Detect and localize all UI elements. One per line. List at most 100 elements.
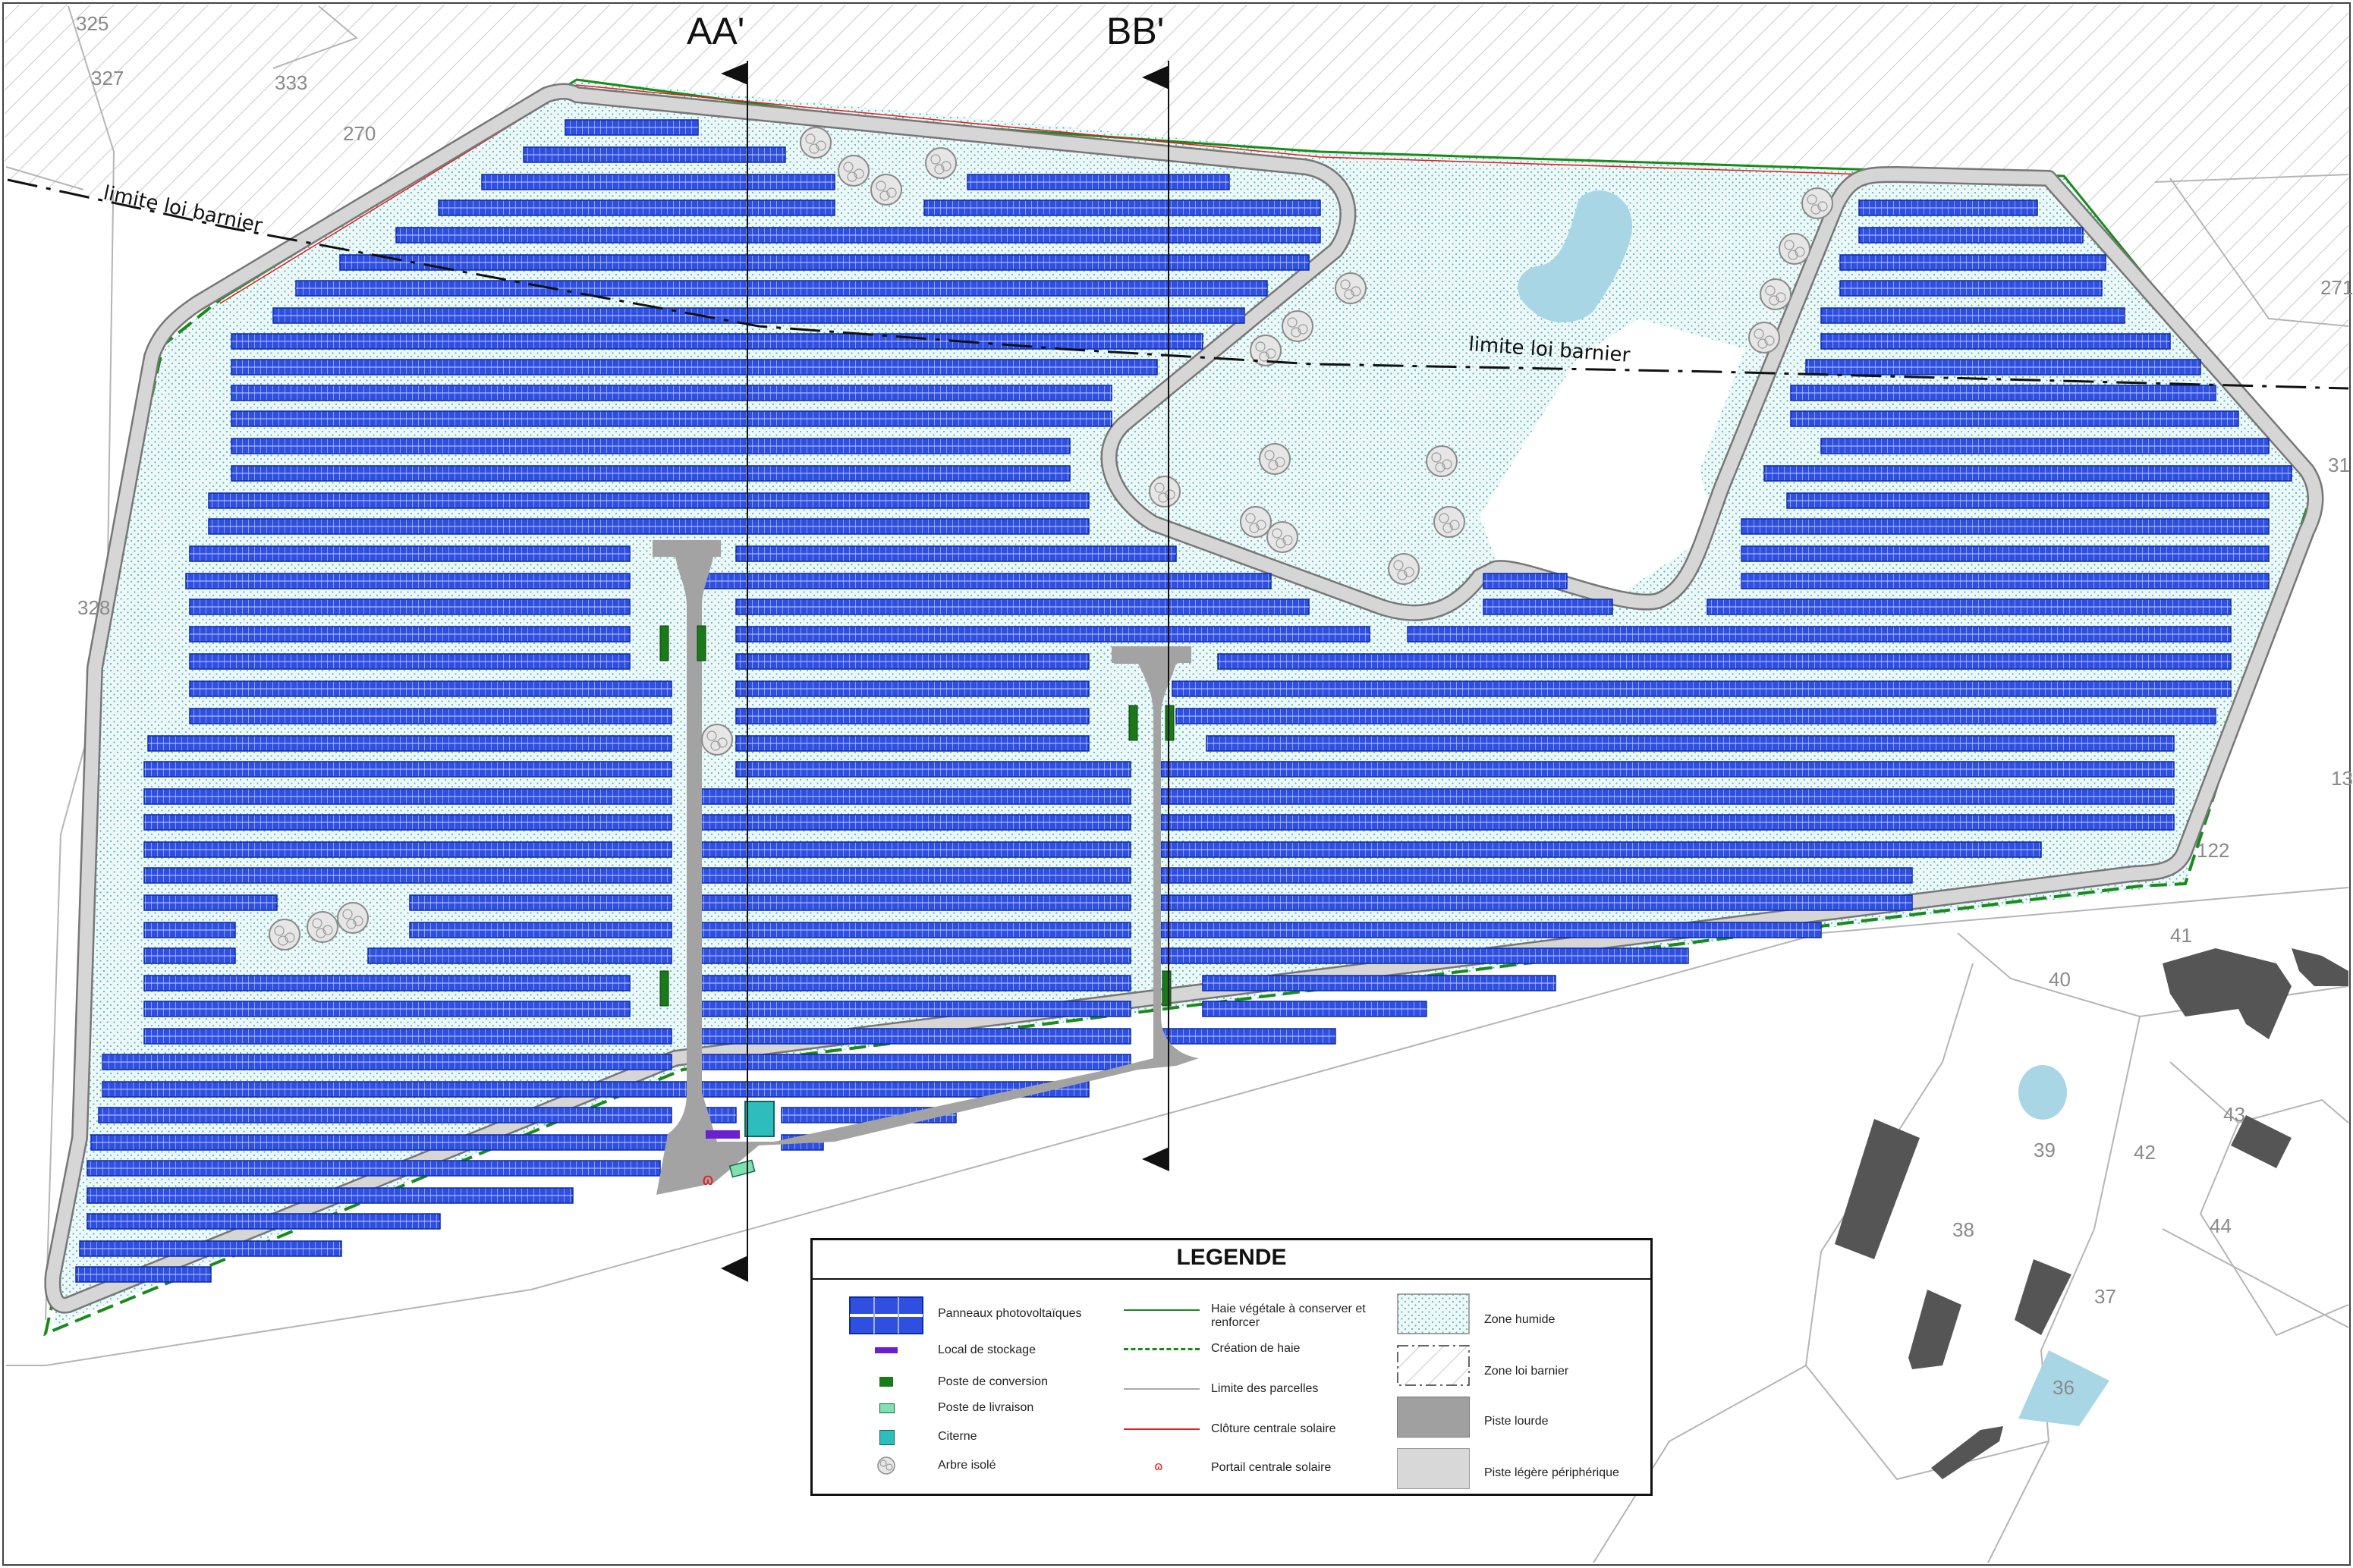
svg-text:327: 327 xyxy=(91,67,124,90)
tree-icon-detail xyxy=(1765,285,1776,296)
svg-text:13: 13 xyxy=(2331,767,2353,790)
tree-icon-detail xyxy=(879,190,890,201)
tree-icon-detail xyxy=(278,935,288,946)
svg-text:37: 37 xyxy=(2094,1285,2116,1308)
tree-icon-detail xyxy=(1764,335,1775,346)
tree-icon-detail xyxy=(1291,327,1301,338)
parcel-labels: 325 327 333 270 328 271 31 13 122 40 41 … xyxy=(76,12,2353,1399)
parcel-36-water xyxy=(2018,1350,2109,1426)
tree-icon xyxy=(877,1456,895,1475)
section-lines xyxy=(747,61,1169,1274)
section-label-aa: AA' xyxy=(687,10,744,52)
storage-icon xyxy=(875,1347,898,1353)
legend-box: LEGENDE Panneaux photovoltaïques Local d… xyxy=(810,1238,1653,1496)
tree-icon-detail xyxy=(316,928,326,938)
water-tank xyxy=(744,1101,775,1137)
tree-icon-detail xyxy=(342,909,353,919)
svg-text:38: 38 xyxy=(1952,1218,1974,1241)
tree-icon-detail xyxy=(1266,348,1276,359)
tree-icon-detail xyxy=(1165,489,1175,500)
svg-text:270: 270 xyxy=(343,122,376,145)
tree-icon-detail xyxy=(717,737,728,748)
legend-label-hedge: Haie végétale à conserver et renforcer xyxy=(1211,1302,1366,1329)
legend-title: LEGENDE xyxy=(1176,1245,1287,1270)
tree-icon-detail xyxy=(1397,570,1408,580)
legend-label-storage: Local de stockage xyxy=(938,1343,1036,1356)
svg-text:44: 44 xyxy=(2210,1214,2232,1237)
svg-text:271: 271 xyxy=(2320,276,2353,299)
svg-text:42: 42 xyxy=(2134,1141,2156,1164)
svg-text:122: 122 xyxy=(2197,839,2229,862)
tree-icon-detail xyxy=(706,731,717,741)
tree-icon-detail xyxy=(285,932,295,943)
tree-icon-detail xyxy=(805,134,816,144)
legend-label-barnier: Zone loi barnier xyxy=(1484,1365,1569,1378)
legend-label-parcel-limit: Limite des parcelles xyxy=(1211,1382,1319,1395)
tank-icon xyxy=(879,1430,895,1445)
svg-text:43: 43 xyxy=(2223,1103,2245,1126)
svg-text:328: 328 xyxy=(77,596,110,619)
tree-icon-detail xyxy=(886,187,897,198)
tree-icon-detail xyxy=(1795,247,1805,257)
tree-icon-detail xyxy=(1255,341,1266,352)
legend-label-new-hedge: Création de haie xyxy=(1211,1342,1301,1355)
tree-icon-detail xyxy=(1769,295,1779,306)
tree-icon-detail xyxy=(1275,457,1285,467)
svg-text:40: 40 xyxy=(2049,968,2071,991)
wetland-swatch-icon xyxy=(1397,1293,1470,1334)
tree-icon-detail xyxy=(930,154,941,165)
tree-icon-detail xyxy=(1776,292,1786,303)
tree-icon-detail xyxy=(1351,286,1361,297)
tree-icon-detail xyxy=(934,164,945,174)
legend-label-heavy-track: Piste lourde xyxy=(1484,1415,1549,1428)
tree-icon-detail xyxy=(843,162,854,172)
hedge-line-icon xyxy=(1124,1309,1200,1311)
buildings xyxy=(1835,948,2348,1479)
tree-icon-detail xyxy=(809,143,819,154)
light-track-swatch-icon xyxy=(1397,1448,1470,1489)
tree-icon-detail xyxy=(1276,538,1286,548)
tree-icon-detail xyxy=(816,140,826,151)
tree-icon-detail xyxy=(1788,250,1798,260)
legend-label-wetland: Zone humide xyxy=(1484,1313,1556,1326)
legend-divider xyxy=(813,1278,1650,1280)
fence-line-icon xyxy=(1124,1428,1200,1430)
tree-icon-detail xyxy=(1784,240,1795,250)
tree-icon-detail xyxy=(1754,328,1764,339)
tree-icon-detail xyxy=(1442,459,1452,470)
section-label-bb: BB' xyxy=(1106,10,1164,52)
tree-icon-detail xyxy=(322,925,333,935)
outside-pond xyxy=(2018,1065,2067,1120)
tree-icon-detail xyxy=(312,918,322,929)
tree-icon-detail xyxy=(1268,460,1279,470)
tree-icon-detail xyxy=(1431,452,1442,463)
tree-icon-detail xyxy=(1154,482,1165,493)
legend-label-delivery: Poste de livraison xyxy=(938,1401,1034,1414)
barrier-limit-lines xyxy=(7,178,2349,390)
parcel-limit-line-icon xyxy=(1124,1388,1200,1390)
tree-icon-detail xyxy=(1344,289,1354,300)
tree-icon-detail xyxy=(854,168,864,179)
tree-icon-detail xyxy=(1817,201,1828,212)
svg-text:31: 31 xyxy=(2328,454,2350,476)
section-arrows xyxy=(721,62,1169,1282)
tree-icon-detail xyxy=(353,916,363,926)
tree-icon-detail xyxy=(1259,351,1269,362)
conversion-stations xyxy=(659,625,1175,1007)
delivery-station xyxy=(728,1159,756,1178)
tree-icon-detail xyxy=(1404,567,1414,577)
tree-icon-detail xyxy=(847,171,857,182)
tree-icon-detail xyxy=(1245,513,1256,523)
legend-label-light-track: Piste légère périphérique xyxy=(1484,1466,1619,1479)
tree-icon-detail xyxy=(1340,279,1351,290)
svg-text:36: 36 xyxy=(2053,1376,2075,1399)
tree-icon-detail xyxy=(1435,462,1445,473)
legend-label-conversion: Poste de conversion xyxy=(938,1375,1048,1388)
svg-text:325: 325 xyxy=(76,12,109,35)
delivery-station-icon xyxy=(879,1403,895,1413)
tree-icon-detail xyxy=(1393,560,1404,570)
legend-label-pv: Panneaux photovoltaïques xyxy=(938,1307,1082,1320)
tree-icon-detail xyxy=(1298,324,1308,335)
storage-building xyxy=(706,1130,740,1139)
